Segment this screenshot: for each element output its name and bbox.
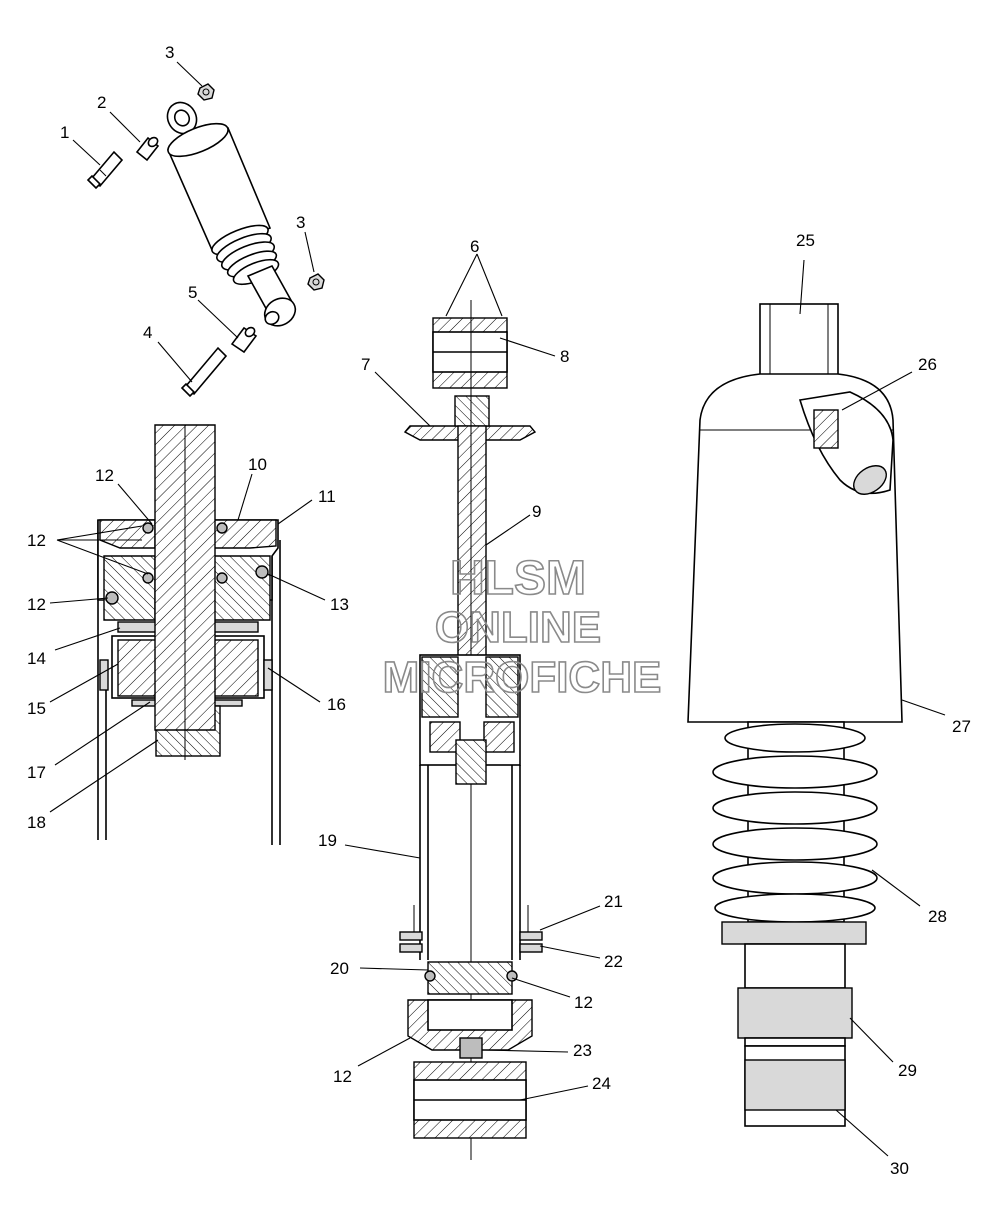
callout-9: 9 <box>532 502 541 521</box>
callout-22: 22 <box>604 952 623 971</box>
callout-18: 18 <box>27 813 46 832</box>
bellows-drawing <box>211 224 280 286</box>
watermark-line-2: ONLINE <box>435 603 601 652</box>
callout-12-d: 12 <box>574 993 593 1012</box>
callout-25: 25 <box>796 231 815 250</box>
callout-12-c: 12 <box>27 595 46 614</box>
nut-3-top-drawing <box>197 83 215 101</box>
callout-11: 11 <box>318 487 336 506</box>
callout-16: 16 <box>327 695 346 714</box>
right-external-view <box>687 303 903 1127</box>
spring-drawing <box>712 721 878 923</box>
watermark-line-3: MICROFICHE <box>383 653 662 702</box>
watermark-line-1: HLSM <box>450 552 586 605</box>
center-section-view <box>399 300 543 1160</box>
callout-26: 26 <box>918 355 937 374</box>
sleeve-5-drawing <box>230 326 258 354</box>
callout-12-a: 12 <box>95 466 114 485</box>
callout-27: 27 <box>952 717 971 736</box>
callout-2: 2 <box>97 93 106 112</box>
callout-4: 4 <box>143 323 152 342</box>
callout-5: 5 <box>188 283 197 302</box>
callout-3-top: 3 <box>165 43 174 62</box>
callout-17: 17 <box>27 763 46 782</box>
callout-10: 10 <box>248 455 267 474</box>
callout-3-right: 3 <box>296 213 305 232</box>
callout-14: 14 <box>27 649 46 668</box>
callout-21: 21 <box>604 892 623 911</box>
callout-labels: 1 2 3 3 4 5 6 7 8 9 10 11 12 12 12 13 14… <box>27 43 971 1178</box>
callout-20: 20 <box>330 959 349 978</box>
callout-15: 15 <box>27 699 46 718</box>
callout-13: 13 <box>330 595 349 614</box>
callout-29: 29 <box>898 1061 917 1080</box>
nut-3-right-drawing <box>307 273 325 291</box>
shock-body-drawing <box>166 101 297 327</box>
sleeve-2-drawing <box>135 136 160 162</box>
callout-12-e: 12 <box>333 1067 352 1086</box>
callout-23: 23 <box>573 1041 592 1060</box>
bolt-4-drawing <box>180 346 228 398</box>
callout-28: 28 <box>928 907 947 926</box>
callout-7: 7 <box>361 355 370 374</box>
callout-12-b: 12 <box>27 531 46 550</box>
callout-8: 8 <box>560 347 569 366</box>
bolt-1-drawing <box>86 150 124 190</box>
callout-6: 6 <box>470 237 479 256</box>
exploded-shock-view <box>86 83 325 398</box>
callout-19: 19 <box>318 831 337 850</box>
watermark: HLSM ONLINE MICROFICHE <box>382 551 662 703</box>
leader-lines <box>49 61 946 1157</box>
callout-24: 24 <box>592 1074 611 1093</box>
callout-30: 30 <box>890 1159 909 1178</box>
cutaway-detail-view <box>97 424 281 845</box>
callout-1: 1 <box>60 123 69 142</box>
